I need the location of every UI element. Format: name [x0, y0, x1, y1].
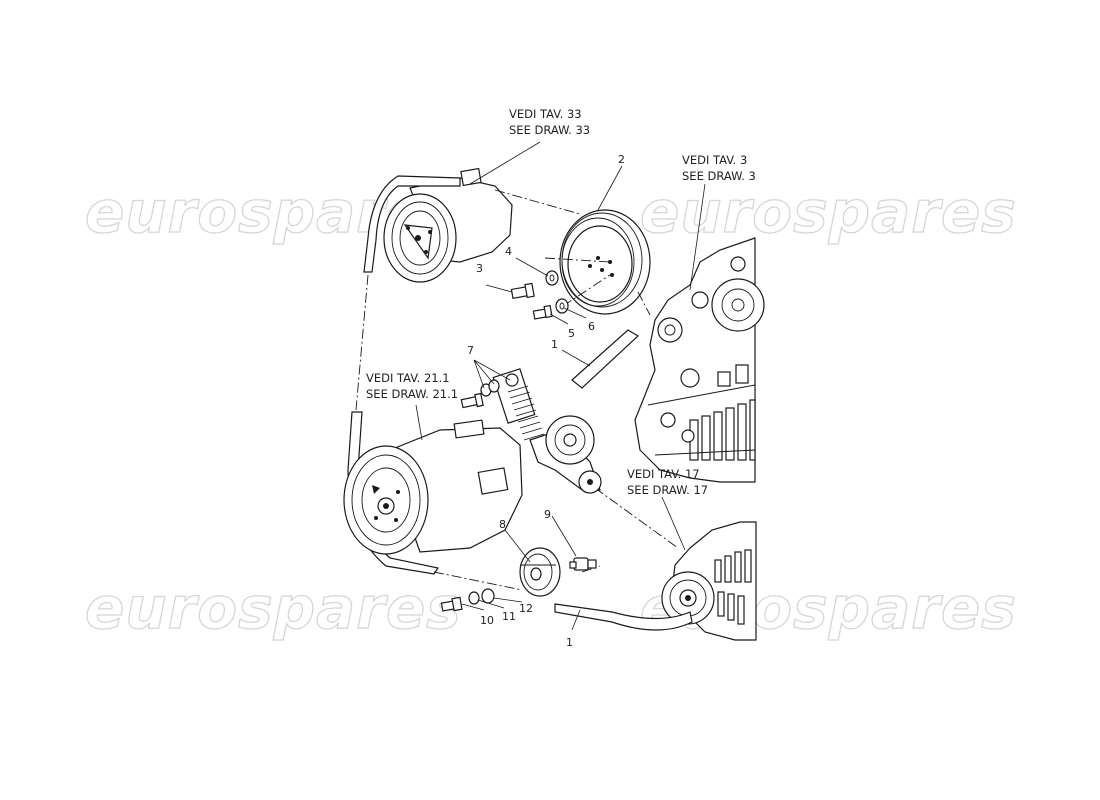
upper-compressor: [383, 167, 513, 283]
reference-draw-33: VEDI TAV. 33 SEE DRAW. 33: [509, 107, 590, 137]
callout-4: 4: [505, 245, 512, 258]
callout-1-top: 1: [551, 338, 558, 351]
washer-6: [555, 298, 569, 314]
reference-draw-21-1: VEDI TAV. 21.1 SEE DRAW. 21.1: [366, 371, 458, 401]
ref-17-line1: VEDI TAV. 17: [627, 467, 700, 481]
engine-block: [634, 237, 765, 483]
ref-3-line2: SEE DRAW. 3: [682, 169, 756, 183]
washer-11: [468, 591, 480, 605]
alternator-vents: [714, 549, 752, 625]
belt-tensioner: [492, 368, 602, 494]
callout-3: 3: [476, 262, 483, 275]
ref-21-line1: VEDI TAV. 21.1: [366, 371, 450, 385]
ref-17-line2: SEE DRAW. 17: [627, 483, 708, 497]
ref-33-line2: SEE DRAW. 33: [509, 123, 590, 137]
idler-pulley: [519, 547, 561, 597]
bolt-5: [532, 304, 553, 320]
reference-draw-17: VEDI TAV. 17 SEE DRAW. 17: [627, 467, 708, 497]
belt-segment-upper-left: [363, 175, 461, 273]
watermark-layer: eurospares eurospares eurospares eurospa…: [84, 177, 1017, 642]
callout-7: 7: [467, 344, 474, 357]
spacer-12: [481, 588, 495, 604]
belt-route-lines: [355, 189, 679, 591]
leader-lines: [415, 141, 706, 631]
callout-2: 2: [618, 153, 625, 166]
tensioner-spring: [507, 385, 545, 441]
callout-8: 8: [499, 518, 506, 531]
watermark-top-right: eurospares: [640, 178, 1017, 246]
ac-compressor: [343, 419, 523, 555]
callout-10: 10: [480, 614, 494, 627]
stud-9: [569, 557, 597, 571]
ref-3-line1: VEDI TAV. 3: [682, 153, 747, 167]
bolt-10: [440, 596, 463, 612]
alternator: [661, 521, 757, 641]
washer-4: [545, 270, 559, 286]
bolt-3: [510, 282, 535, 300]
callout-numbers: 2 4 3 6 5 1 7 9 8 12 11 10 1: [467, 153, 625, 649]
callout-1-bottom: 1: [566, 636, 573, 649]
reference-draw-3: VEDI TAV. 3 SEE DRAW. 3: [682, 153, 756, 183]
callout-5: 5: [568, 327, 575, 340]
callout-6: 6: [588, 320, 595, 333]
ref-33-line1: VEDI TAV. 33: [509, 107, 582, 121]
belt-1-upper: [571, 329, 639, 389]
watermark-bottom-left: eurospares: [85, 574, 462, 642]
belt-1-lower: [554, 603, 693, 631]
callout-9: 9: [544, 508, 551, 521]
ref-21-line2: SEE DRAW. 21.1: [366, 387, 458, 401]
engine-cooling-fins: [689, 399, 756, 461]
callout-11: 11: [502, 610, 516, 623]
tensioner-bolt: [460, 379, 500, 409]
callout-12: 12: [519, 602, 533, 615]
